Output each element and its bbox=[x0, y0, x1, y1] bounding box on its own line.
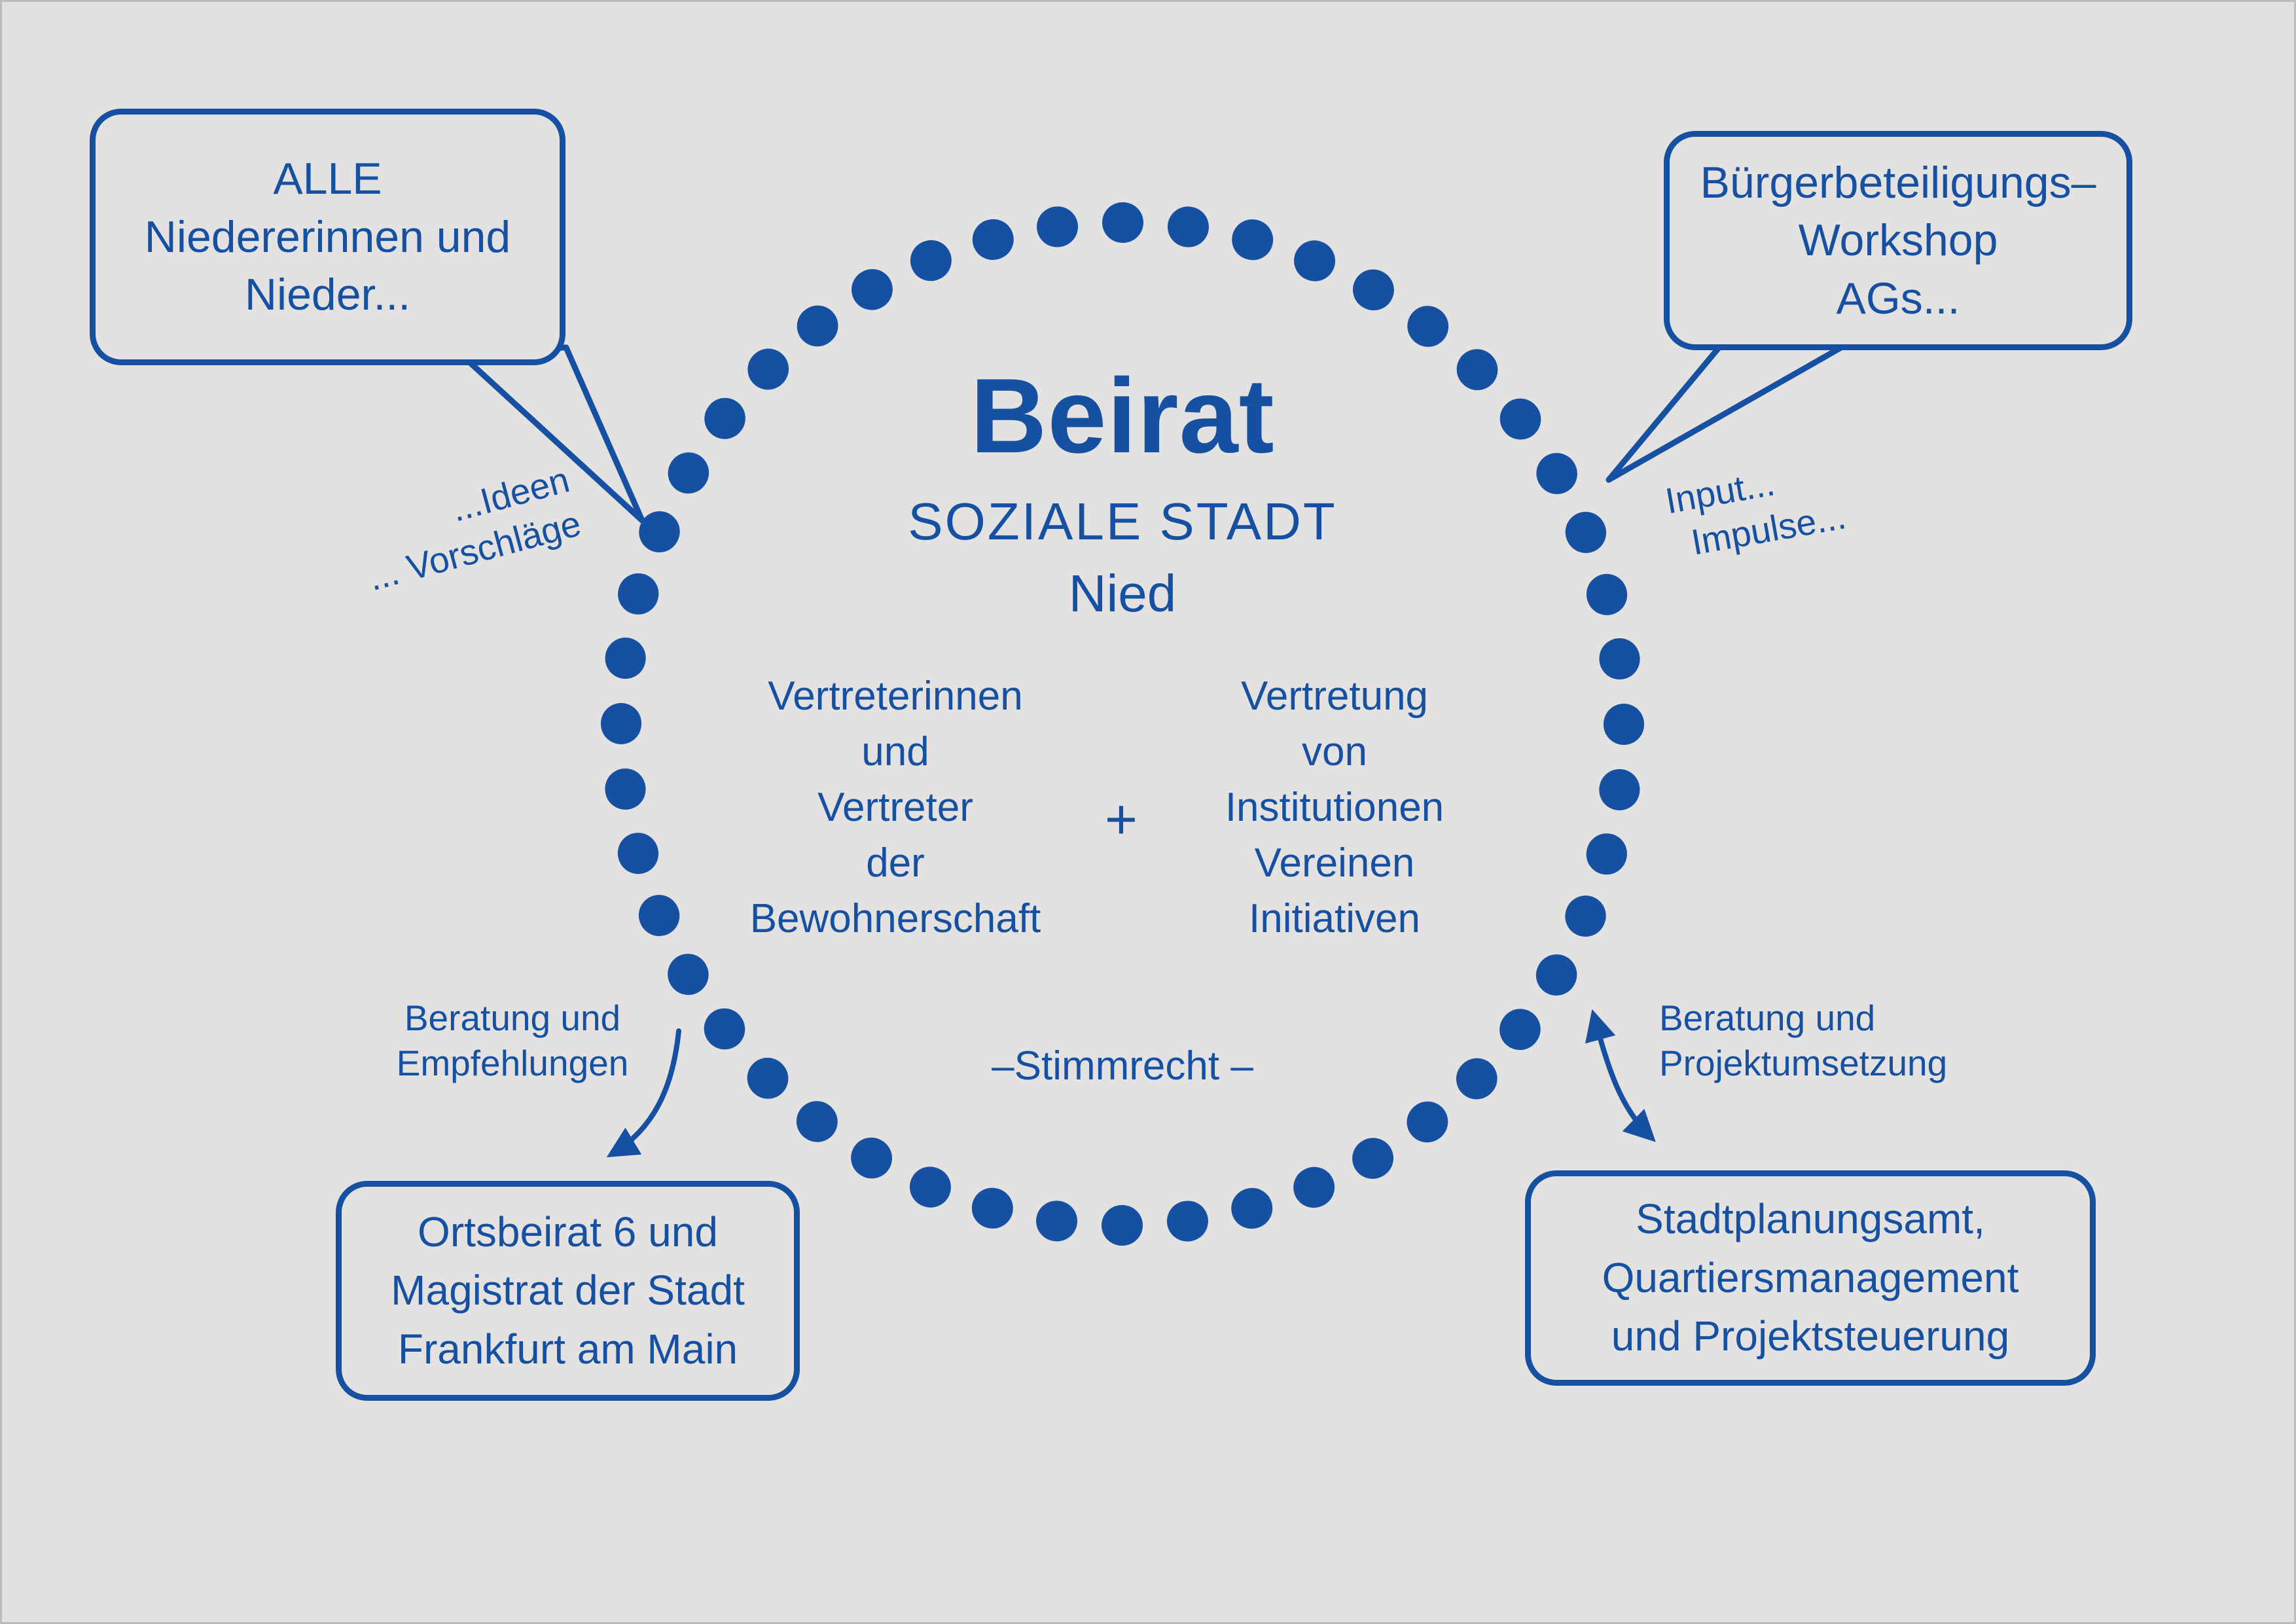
group-line: Vertreter bbox=[817, 785, 973, 830]
bubble-line: Workshop bbox=[1798, 215, 1998, 266]
box-line: Frankfurt am Main bbox=[397, 1325, 738, 1373]
group-line: der bbox=[866, 840, 925, 886]
bubble-line: AGs... bbox=[1836, 273, 1960, 323]
group-bewohnerschaft: Vertreterinnen und Vertreter der Bewohne… bbox=[699, 668, 1092, 947]
annotation-beratung-projektumsetzung: Beratung und Projektumsetzung bbox=[1659, 996, 1986, 1086]
group-line: Institutionen bbox=[1225, 785, 1444, 830]
group-line: von bbox=[1302, 729, 1367, 774]
group-line: Initiativen bbox=[1249, 896, 1420, 941]
voting-label: –Stimmrecht – bbox=[992, 1043, 1253, 1089]
box-ortsbeirat-magistrat: Ortsbeirat 6 und Magistrat der Stadt Fra… bbox=[336, 1181, 800, 1401]
box-line: und Projektsteuerung bbox=[1611, 1312, 2010, 1360]
speech-bubble-alle-niederer: ALLE Niedererinnen und Nieder... bbox=[90, 109, 565, 365]
group-line: und bbox=[861, 729, 929, 774]
group-line: Vereinen bbox=[1254, 840, 1415, 886]
annotation-beratung-empfehlungen: Beratung und Empfehlungen bbox=[388, 996, 637, 1086]
bubble-line: Nieder... bbox=[244, 270, 411, 320]
annotation-line: Beratung und bbox=[1659, 998, 1876, 1038]
bubble-line: Niedererinnen und bbox=[144, 211, 511, 262]
dotted-circle bbox=[601, 202, 1644, 1246]
box-line: Magistrat der Stadt bbox=[391, 1267, 745, 1314]
box-line: Stadtplanungsamt, bbox=[1636, 1195, 1985, 1243]
box-line: Ortsbeirat 6 und bbox=[418, 1208, 718, 1255]
center-title: Beirat bbox=[970, 357, 1275, 475]
box-stadtplanungsamt: Stadtplanungsamt, Quartiersmanagement un… bbox=[1525, 1170, 2096, 1386]
group-line: Vertreterinnen bbox=[768, 674, 1023, 719]
bubble-line: ALLE bbox=[273, 154, 382, 204]
box-line: Quartiersmanagement bbox=[1602, 1254, 2019, 1301]
annotation-line: Empfehlungen bbox=[396, 1042, 629, 1083]
annotation-line: Beratung und bbox=[404, 998, 621, 1038]
bubble-line: Bürgerbeteiligungs– bbox=[1700, 157, 2096, 208]
annotation-line: Projektumsetzung bbox=[1659, 1042, 1948, 1083]
double-arrow-stadtplanungsamt bbox=[1585, 1009, 1656, 1142]
speech-bubble-buergerbeteiligung: Bürgerbeteiligungs– Workshop AGs... bbox=[1664, 131, 2132, 350]
group-line: Bewohnerschaft bbox=[749, 896, 1041, 941]
center-subtitle: SOZIALE STADT bbox=[908, 492, 1337, 550]
arrow-to-ortsbeirat bbox=[606, 1028, 681, 1157]
group-institutionen: Vertretung von Institutionen Vereinen In… bbox=[1138, 668, 1531, 947]
plus-sign: + bbox=[1104, 788, 1138, 851]
group-line: Vertretung bbox=[1240, 674, 1429, 719]
center-subtitle-2: Nied bbox=[1068, 564, 1177, 623]
